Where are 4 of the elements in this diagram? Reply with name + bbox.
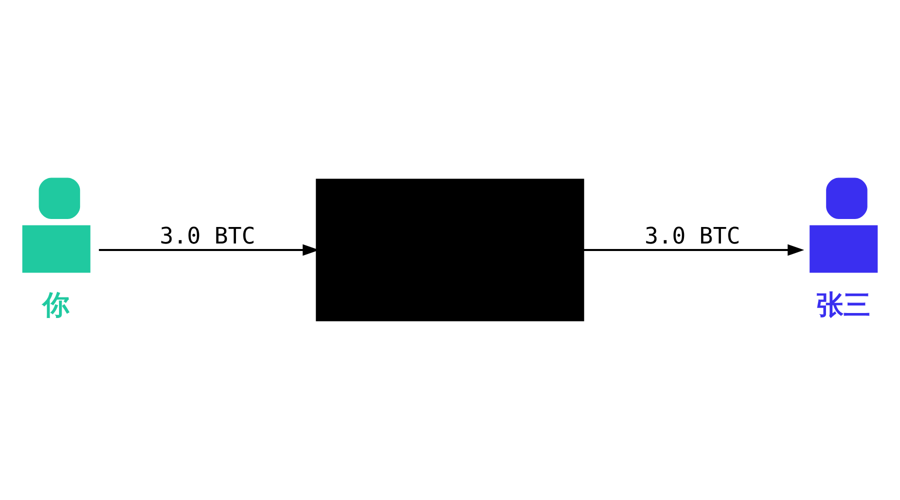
edge-label: 3.0 BTC bbox=[160, 223, 256, 250]
edge-label: 3.0 BTC bbox=[644, 223, 740, 250]
node-label: 你 bbox=[42, 290, 70, 321]
node-label: 张三 bbox=[816, 290, 870, 321]
